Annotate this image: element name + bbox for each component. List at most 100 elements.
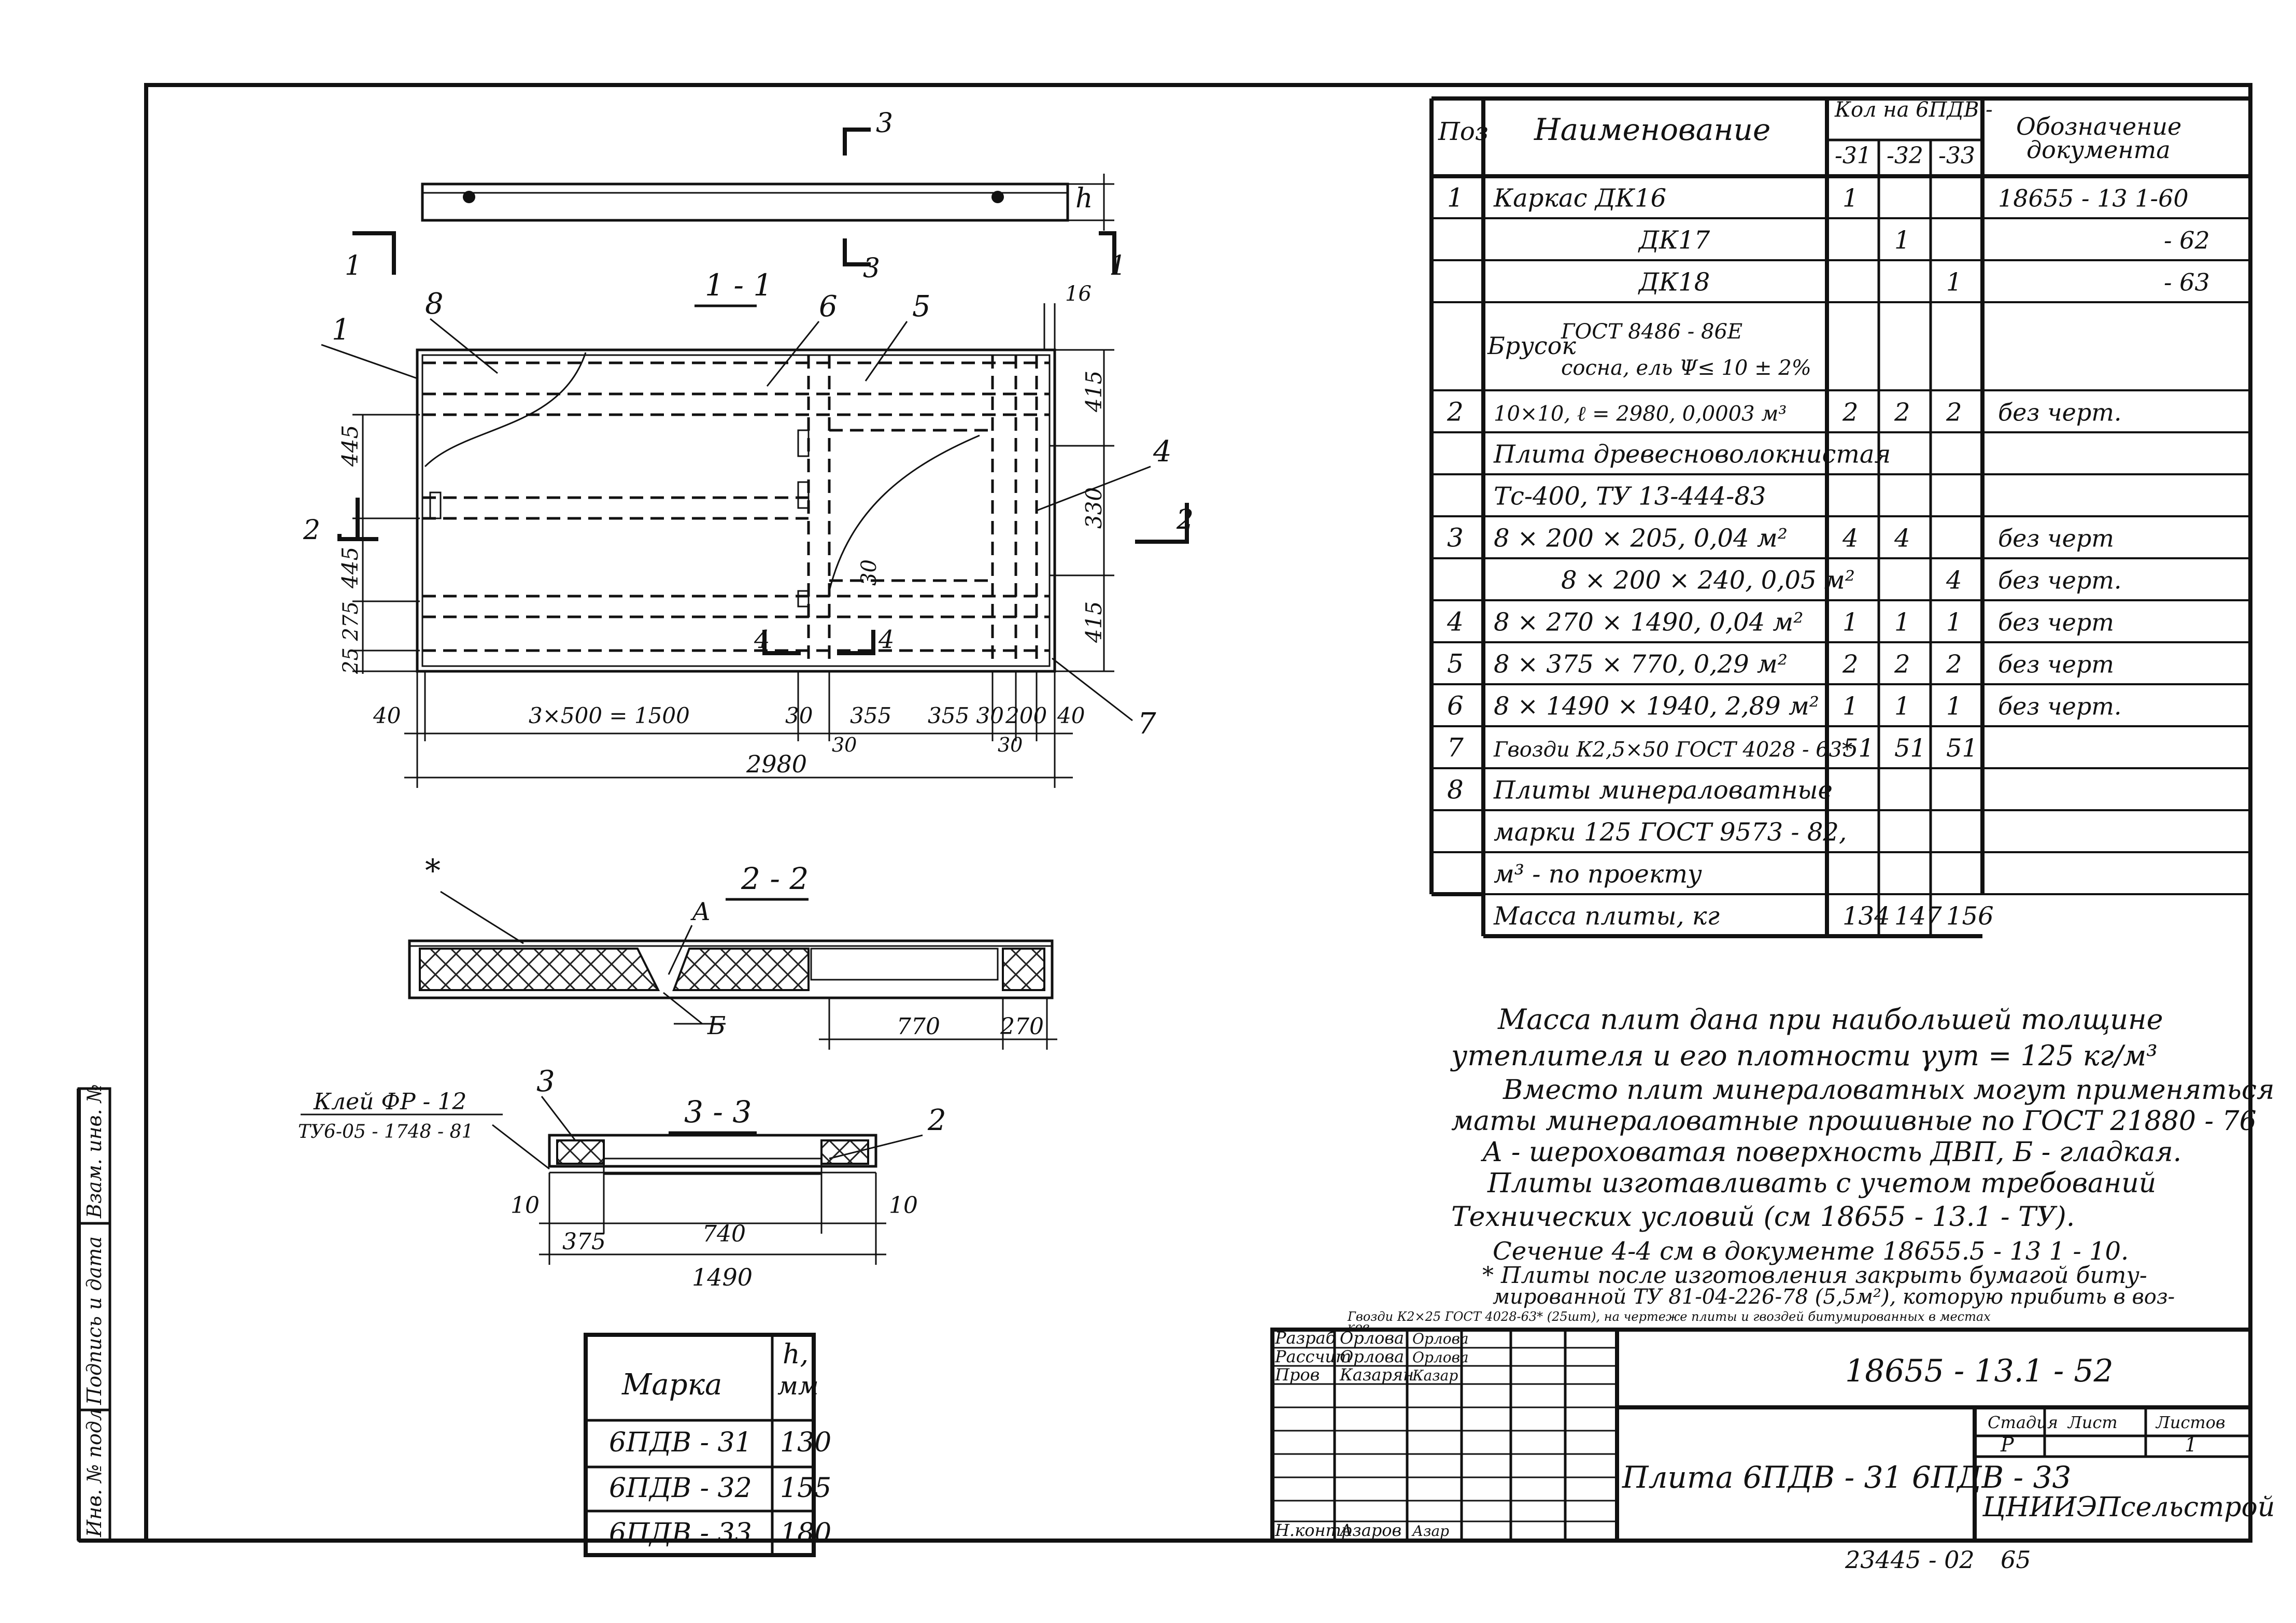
spec-row-qty-31: 1	[1843, 692, 1859, 721]
title-block	[1270, 1328, 2252, 1543]
notes-block: Масса плит дана при наибольшей толщине у…	[1347, 1003, 2274, 1334]
marka-row-3-h: 180	[780, 1518, 831, 1549]
note-7: Технических условий (см 18655 - 13.1 - Т…	[1451, 1202, 2075, 1233]
mark-a: А	[690, 897, 711, 926]
spec-row-qty-33: 2	[1946, 650, 1962, 679]
marka-row-1-h: 130	[780, 1427, 831, 1458]
marka-row-1: 6ПДВ - 31	[609, 1427, 752, 1458]
sheet-label: Лист	[2067, 1413, 2118, 1432]
spec-row-qty-31: 2	[1842, 650, 1859, 679]
spec-row-qty-31: 1	[1843, 608, 1859, 637]
section-mark-1-left: 1	[345, 250, 362, 281]
spec-row-qty-31: 1	[1843, 184, 1859, 213]
spec-row-name: 8 × 375 × 770, 0,29 м²	[1494, 650, 1788, 679]
dim-330: 330	[1081, 487, 1107, 529]
name-developer: Орлова	[1340, 1328, 1404, 1348]
spec-row-qty-32: 1	[1894, 226, 1910, 255]
spec-header-32: -32	[1887, 143, 1923, 169]
spec-table-grid	[1429, 96, 2252, 938]
spec-header-doc1: Обозначение	[2016, 112, 2181, 140]
spec-row-qty-32: 1	[1894, 692, 1910, 721]
marka-header: Марка	[621, 1368, 722, 1402]
spec-row-name: Масса плиты, кг	[1493, 902, 1720, 931]
dim-25-275: 25 275	[339, 601, 363, 674]
marka-row-2: 6ПДВ - 32	[609, 1473, 752, 1504]
pos-label-5: 5	[912, 290, 931, 323]
spec-row-pos: 4	[1447, 607, 1464, 637]
note-8: Сечение 4-4 см в документе 18655.5 - 13 …	[1493, 1237, 2129, 1266]
spec-header-pos: Поз	[1438, 117, 1489, 146]
dim-30-c: 30	[998, 733, 1023, 756]
spec-row-doc: 18655 - 13 1-60	[1998, 185, 2189, 213]
stage-label: Стадия	[1988, 1413, 2058, 1432]
spec-row-name: Каркас ДК16	[1493, 184, 1666, 213]
dim-770: 770	[897, 1013, 940, 1040]
spec-row-name: Брусок	[1487, 332, 1576, 360]
spec-row-qty-32: 2	[1894, 398, 1910, 427]
spec-row-qty-31: 4	[1842, 524, 1859, 553]
role-developer: Разраб	[1274, 1328, 1336, 1348]
spec-row-name-b: ГОСТ 8486 - 86Е	[1561, 320, 1742, 344]
spec-row-doc: без черт.	[1998, 567, 2122, 595]
pos-label-8: 8	[425, 287, 444, 321]
spec-row-pos: 5	[1447, 649, 1464, 679]
section-mark-3-bottom: 3	[863, 253, 880, 284]
note-9: * Плиты после изготовления закрыть бумаг…	[1482, 1262, 2147, 1289]
spec-row-pos: 2	[1447, 397, 1464, 427]
pos-label-3: 3	[536, 1065, 555, 1098]
name-checker: Казарян	[1339, 1365, 1414, 1385]
dim-30-vertical: 30	[857, 559, 881, 586]
sign-norm-control: Азар	[1411, 1522, 1449, 1540]
dim-16: 16	[1065, 282, 1092, 306]
spec-row-name: ДК18	[1638, 268, 1710, 297]
sheet-title: Плита 6ПДВ - 31 6ПДВ - 33	[1622, 1460, 2071, 1495]
dim-415-upper: 415	[1081, 371, 1107, 413]
dim-270-section: 270	[1000, 1013, 1044, 1040]
name-calculator: Орлова	[1340, 1347, 1404, 1366]
dim-30-b: 30	[832, 733, 857, 756]
spec-row-name: Тс-400, ТУ 13-444-83	[1494, 482, 1766, 511]
name-norm-control: Азаров	[1339, 1520, 1401, 1540]
spec-row-qty-32: 1	[1894, 608, 1910, 637]
note-12: ков	[1348, 1320, 1370, 1334]
spec-row-name: Плита древесноволокнистая	[1493, 440, 1891, 469]
pos-label-2: 2	[927, 1104, 946, 1137]
dim-415-lower: 415	[1081, 601, 1107, 643]
section-3-3	[548, 1134, 877, 1175]
pos-label-6: 6	[819, 290, 838, 323]
plan-1-1	[416, 348, 1056, 673]
spec-row-qty-31: 2	[1842, 398, 1859, 427]
role-calculator: Рассчит	[1274, 1347, 1351, 1366]
section-mark-4-left: 4	[754, 625, 770, 654]
marka-header-h: h,	[783, 1339, 809, 1370]
spec-row-name-c: сосна, ель Ψ≤ 10 ± 2%	[1561, 356, 1811, 380]
sheets-label: Листов	[2155, 1413, 2225, 1432]
section-mark-2-right: 2	[1176, 504, 1194, 535]
section-title-2-2: 2 - 2	[741, 861, 809, 896]
sign-checker: Казар	[1412, 1367, 1458, 1384]
plan-dims-right	[1043, 303, 1114, 672]
dim-40-left: 40	[373, 703, 401, 728]
pos-label-7: 7	[1138, 707, 1156, 741]
spec-row-qty-33: 2	[1946, 398, 1962, 427]
spec-row-qty-33: 156	[1946, 902, 1994, 931]
marka-header-unit: мм	[777, 1372, 819, 1401]
section-title-3-3: 3 - 3	[684, 1094, 752, 1130]
archive-number: 23445 - 02	[1845, 1546, 1975, 1574]
spec-row-qty-33: 1	[1946, 268, 1962, 297]
note-10: мированной ТУ 81-04-226-78 (5,5м²), кото…	[1493, 1285, 2175, 1309]
section-title-1-1: 1 - 1	[705, 267, 772, 303]
side-stamp-box	[77, 1087, 111, 1542]
dim-355-30: 355 30	[928, 703, 1004, 728]
bar-elevation: h	[421, 174, 1114, 231]
dim-740: 740	[702, 1221, 746, 1247]
spec-row-name: 8 × 200 × 240, 0,05 м²	[1561, 566, 1855, 595]
spec-row-qty-33: 1	[1946, 692, 1962, 721]
spec-row-qty-33: 4	[1946, 566, 1962, 595]
section-mark-1-right: 1	[1109, 250, 1126, 281]
role-norm-control: Н.контр	[1274, 1520, 1352, 1540]
spec-table: Поз Наименование Кол на 6ПДВ - -31 -32 -…	[1438, 98, 2210, 931]
mark-star: *	[425, 853, 441, 889]
spec-row-pos: 1	[1447, 183, 1464, 213]
